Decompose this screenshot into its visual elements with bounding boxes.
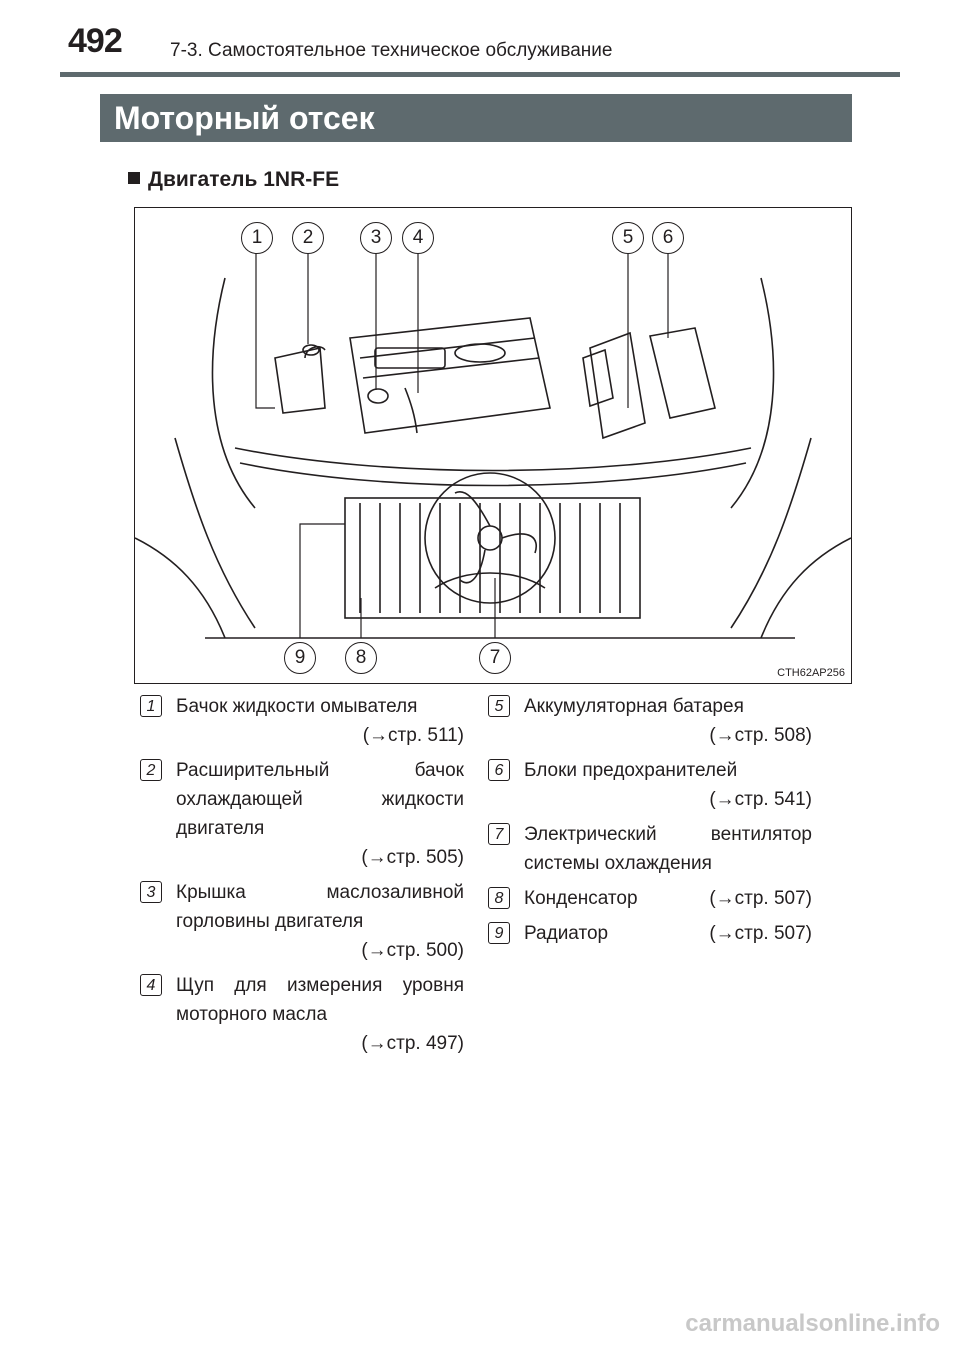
callout-1: 1: [241, 222, 273, 254]
callout-9: 9: [284, 642, 316, 674]
legend-text: Радиатор (→стр. 507): [524, 919, 812, 948]
legend-number: 4: [140, 974, 162, 996]
callout-3: 3: [360, 222, 392, 254]
section-header: 7-3. Самостоятельное техническое обслужи…: [170, 40, 613, 61]
legend-item: 6 Блоки предохранителей (→стр. 541): [482, 756, 812, 814]
legend-ref: (→стр. 507): [709, 923, 812, 944]
watermark: carmanualsonline.info: [685, 1310, 940, 1337]
callout-7: 7: [479, 642, 511, 674]
callout-5: 5: [612, 222, 644, 254]
legend-item: 9 Радиатор (→стр. 507): [482, 919, 812, 948]
engine-compartment-figure: 1 2 3 4 5 6 9 8 7 CTH62AP256: [134, 207, 852, 684]
legend-item: 7 Электрический вентилятор системы охлаж…: [482, 820, 812, 878]
legend-text: Радиатор: [524, 923, 609, 944]
legend-item: 5 Аккумуляторная батарея (→стр. 508): [482, 692, 812, 750]
legend-number: 1: [140, 695, 162, 717]
legend-text: Бачок жидкости омывателя: [176, 696, 418, 717]
legend-ref: (→стр. 511): [362, 725, 464, 746]
legend-number: 6: [488, 759, 510, 781]
legend-ref: (→стр. 497): [361, 1033, 464, 1054]
figure-code: CTH62AP256: [777, 667, 845, 679]
legend-text: Конденсатор: [524, 888, 638, 909]
header-rule: [60, 72, 900, 77]
legend-text: Электрический вентилятор системы охлажде…: [524, 824, 812, 874]
legend-text: Крышка маслозаливной горловины двигателя: [176, 882, 464, 932]
page-title: Моторный отсек: [100, 94, 852, 142]
legend-ref: (→стр. 505): [361, 847, 464, 868]
legend-ref: (→стр. 500): [361, 940, 464, 961]
legend-text: Расширительный бачок охлаждающей жидкост…: [176, 760, 464, 839]
subheading: Двигатель 1NR-FE: [128, 168, 339, 192]
legend-item: 4 Щуп для измерения уровня моторного мас…: [134, 971, 464, 1058]
callout-6: 6: [652, 222, 684, 254]
square-bullet-icon: [128, 172, 140, 184]
legend-number: 3: [140, 881, 162, 903]
legend-right: 5 Аккумуляторная батарея (→стр. 508) 6 Б…: [482, 692, 812, 948]
page-number: 492: [68, 22, 123, 60]
legend-number: 5: [488, 695, 510, 717]
legend-number: 9: [488, 922, 510, 944]
legend-item: 3 Крышка маслозаливной горловины двигате…: [134, 878, 464, 965]
legend-ref: (→стр. 507): [709, 888, 812, 909]
legend-text: Щуп для измерения уровня моторного масла: [176, 975, 464, 1025]
legend-text: Блоки предохранителей: [524, 760, 738, 781]
legend-number: 8: [488, 887, 510, 909]
legend-item: 2 Расширительный бачок охлаждающей жидко…: [134, 756, 464, 872]
subheading-text: Двигатель 1NR-FE: [148, 168, 340, 191]
legend-left: 1 Бачок жидкости омывателя (→стр. 511) 2…: [134, 692, 464, 1058]
legend-item: 8 Конденсатор (→стр. 507): [482, 884, 812, 913]
legend-number: 2: [140, 759, 162, 781]
legend-text: Конденсатор (→стр. 507): [524, 884, 812, 913]
legend-ref: (→стр. 508): [709, 725, 812, 746]
engine-illustration: [135, 252, 851, 639]
legend-ref: (→стр. 541): [709, 789, 812, 810]
legend-item: 1 Бачок жидкости омывателя (→стр. 511): [134, 692, 464, 750]
callout-4: 4: [402, 222, 434, 254]
callout-8: 8: [345, 642, 377, 674]
legend-text: Аккумуляторная батарея: [524, 696, 744, 717]
callout-2: 2: [292, 222, 324, 254]
legend-number: 7: [488, 823, 510, 845]
